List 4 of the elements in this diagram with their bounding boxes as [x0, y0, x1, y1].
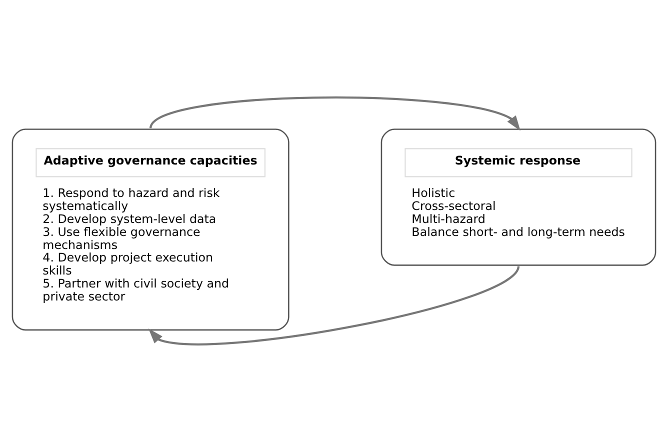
node-box: Adaptive governance capacities 1. Respond to hazard and risk systematically 2. Develop system-level data 3. Use flexible governance mechanisms 4. Develop project execution skills 5. Partner with civil society and private sector [12, 128, 290, 331]
arrow [150, 96, 520, 131]
node-box: Systemic response Holistic Cross-sectoral Multi-hazard Balance short- and long-term needs [380, 128, 656, 266]
arrow [148, 266, 520, 346]
